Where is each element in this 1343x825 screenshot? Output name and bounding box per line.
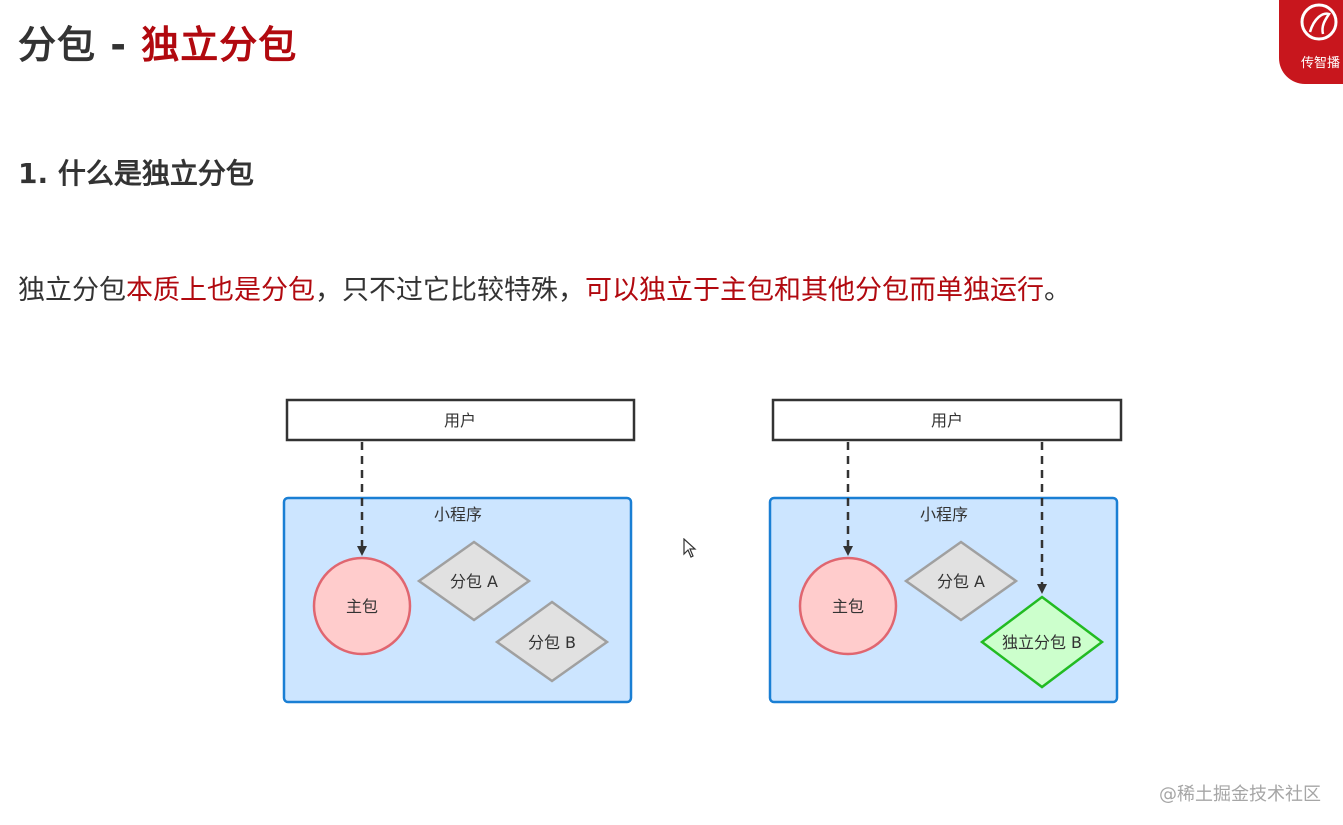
subpackage-b-node (494, 600, 610, 683)
independent-subpackage-b-node (979, 595, 1105, 689)
mini-program-label: 小程序 (434, 505, 482, 524)
logo-text: 传智播 (1301, 56, 1341, 71)
mouse-cursor-icon (683, 538, 697, 558)
mini-program-label: 小程序 (920, 505, 968, 524)
diagram-right: 用户 小程序 主包 分包 A 独立分包 B (768, 398, 1123, 704)
desc-part-4: 可以独立于主包和其他分包而单独运行 (585, 275, 1044, 306)
user-label: 用户 (444, 411, 476, 430)
subpackage-a-node (903, 540, 1019, 622)
section-heading: 1. 什么是独立分包 (18, 157, 254, 190)
main-package-label: 主包 (832, 597, 864, 616)
main-package-node (312, 556, 412, 656)
description-text: 独立分包本质上也是分包，只不过它比较特殊，可以独立于主包和其他分包而单独运行。 (18, 268, 1071, 307)
subpackage-a-label: 分包 A (450, 572, 498, 591)
subpackage-b-label: 分包 B (528, 633, 576, 652)
independent-subpackage-b-label: 独立分包 B (1002, 633, 1082, 652)
watermark: @稀土掘金技术社区 (1159, 784, 1321, 805)
title-highlight: 独立分包 (141, 23, 298, 67)
title-prefix: 分包 - (18, 23, 142, 67)
desc-part-5: 。 (1044, 275, 1071, 306)
subpackage-a-label: 分包 A (937, 572, 985, 591)
desc-part-2: 本质上也是分包 (126, 275, 315, 306)
user-label: 用户 (931, 411, 963, 430)
diagram-left: 用户 小程序 主包 分包 A 分包 B (282, 398, 636, 704)
main-package-label: 主包 (346, 597, 378, 616)
page-title: 分包 - 独立分包 (18, 14, 297, 69)
user-box (285, 398, 636, 442)
subpackage-a-node (416, 540, 532, 622)
main-package-node (798, 556, 898, 656)
desc-part-1: 独立分包 (18, 275, 126, 306)
logo-emblem-icon (1300, 3, 1338, 41)
user-box (771, 398, 1123, 442)
desc-part-3: ，只不过它比较特殊， (315, 275, 585, 306)
brand-logo: 传智播 (1279, 0, 1343, 84)
